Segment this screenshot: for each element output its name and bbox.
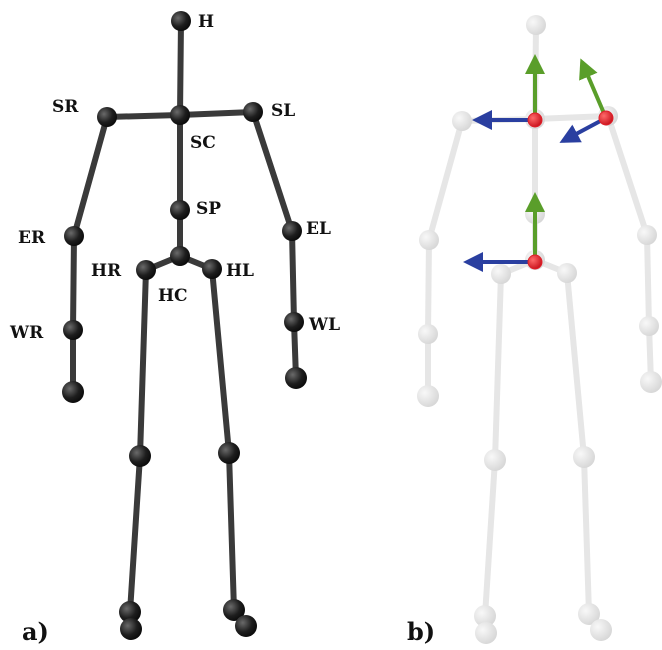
sl-left-arrow: [559, 116, 607, 143]
panel-b-bone-el-wl: [644, 232, 652, 329]
panel-b-bone-kl-al1: [581, 454, 592, 617]
panel-a-joints: [62, 11, 307, 640]
panel-a-joint-hr: [136, 260, 156, 280]
panel-b-highlighted-joints: [527, 110, 614, 270]
panel-a-joint-handr: [62, 381, 84, 403]
joint-label-h: H: [198, 12, 214, 32]
joint-label-wl: WL: [308, 315, 340, 335]
joint-label-hc: HC: [158, 286, 188, 306]
panel-b-axes: [463, 54, 608, 272]
panel-a-joint-ar2: [120, 618, 142, 640]
joint-label-sl: SL: [271, 101, 295, 121]
panel-b-highlight-sc: [527, 112, 543, 128]
panel-a-bone-kr-ar1: [127, 453, 143, 615]
joint-label-el: EL: [306, 219, 331, 239]
joint-label-sp: SP: [196, 199, 221, 219]
panel-a-joint-hl: [202, 259, 222, 279]
joint-label-hr: HR: [91, 261, 122, 281]
panel-b-joint-handr: [417, 385, 439, 407]
panel-a-joint-hc: [170, 246, 190, 266]
panel-a-bone-er-wr: [70, 233, 77, 333]
panel-b-bone-hr-kr: [492, 271, 504, 463]
panel-a-joint-el: [282, 221, 302, 241]
panel-a-joint-sl: [243, 102, 263, 122]
panel-b-highlight-hc: [527, 254, 543, 270]
panel-b-bone-er-wr: [425, 237, 432, 337]
panel-a-bone-kl-al1: [226, 450, 237, 613]
panel-a-joint-kl: [218, 442, 240, 464]
panel-b-skeleton: b): [407, 15, 662, 646]
panel-a-bone-el-wl: [289, 228, 297, 325]
panel-b-bone-hl-kl: [564, 270, 587, 460]
panel-b-joint-kl: [573, 446, 595, 468]
panel-b-bone-sl-el: [605, 113, 650, 238]
panel-b-joint-hl: [557, 263, 577, 283]
panel-a-bone-hr-kr: [137, 267, 149, 459]
joint-label-sr: SR: [52, 97, 79, 117]
panel-b-joint-al1: [578, 603, 600, 625]
panel-b-joint-er: [419, 230, 439, 250]
panel-b-joint-kr: [484, 449, 506, 471]
joint-label-wr: WR: [9, 323, 44, 343]
panel-b-bone-sr-er: [426, 118, 465, 243]
panel-a-joint-h: [171, 11, 191, 31]
panel-a-bone-sc-sl: [177, 109, 256, 118]
panel-a-joint-sr: [97, 107, 117, 127]
panel-b-joint-ar1: [474, 605, 496, 627]
panel-b-label: b): [407, 617, 435, 646]
panel-a-joint-sp: [170, 200, 190, 220]
panel-a-joint-handl: [285, 367, 307, 389]
panel-a-bone-hl-kl: [209, 266, 232, 456]
panel-a-joint-sc: [170, 105, 190, 125]
panel-b-joint-wr: [418, 324, 438, 344]
panel-b-joint-hr: [491, 264, 511, 284]
panel-a-bone-h-sc: [177, 18, 184, 118]
panel-b-joint-el: [637, 225, 657, 245]
joint-label-er: ER: [18, 228, 46, 248]
panel-a-label: a): [22, 617, 49, 646]
panel-b-joints: [417, 15, 662, 644]
panel-a-joint-labels: H SC SR SL SP ER EL WR WL HC HR HL: [9, 12, 340, 343]
panel-a-joint-ar1: [119, 601, 141, 623]
panel-b-highlight-sl: [598, 110, 614, 126]
panel-a-skeleton: H SC SR SL SP ER EL WR WL HC HR HL a): [9, 11, 340, 646]
panel-b-bone-sc-sl: [532, 113, 611, 122]
panel-b-bone-kr-ar1: [482, 457, 498, 619]
sl-up-arrow: [579, 58, 608, 119]
joint-label-hl: HL: [226, 261, 254, 281]
panel-a-joint-kr: [129, 445, 151, 467]
panel-a-joint-er: [64, 226, 84, 246]
panel-b-joint-al2: [590, 619, 612, 641]
panel-b-joint-wl: [639, 316, 659, 336]
panel-b-joint-sr: [452, 111, 472, 131]
panel-a-joint-al1: [223, 599, 245, 621]
panel-a-joint-al2: [235, 615, 257, 637]
panel-a-joint-wr: [63, 320, 83, 340]
panel-b-joint-h: [526, 15, 546, 35]
joint-label-sc: SC: [190, 133, 216, 153]
panel-a-bone-sr-sc: [104, 112, 183, 120]
panel-b-joint-handl: [640, 371, 662, 393]
panel-a-joint-wl: [284, 312, 304, 332]
panel-a-bone-sl-el: [250, 109, 295, 234]
panel-b-joint-ar2: [475, 622, 497, 644]
panel-a-bone-sr-er: [71, 114, 110, 239]
